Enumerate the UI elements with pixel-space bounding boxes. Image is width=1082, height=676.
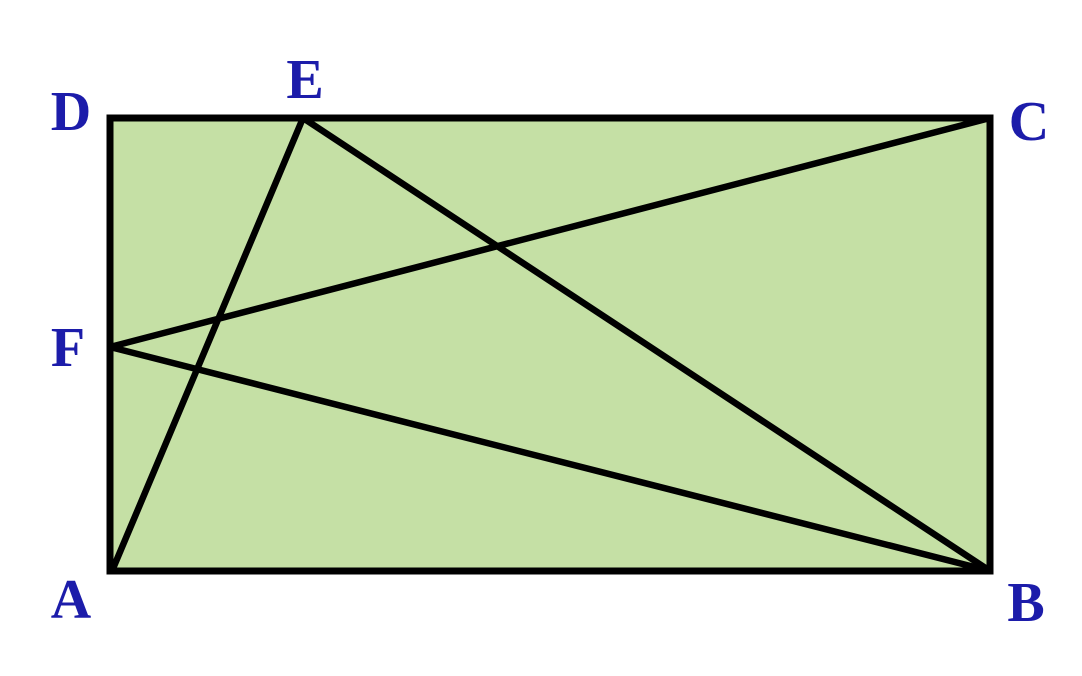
vertex-label-C: C: [1009, 91, 1049, 153]
segment-AE: [108, 114, 307, 575]
vertex-label-F: F: [51, 317, 85, 379]
vertex-label-D: D: [51, 81, 91, 143]
vertex-label-E: E: [286, 49, 323, 111]
vertex-label-A: A: [51, 569, 92, 631]
segment-FC: [106, 114, 994, 351]
segment-FB: [106, 343, 994, 575]
vertex-label-B: B: [1007, 572, 1044, 634]
segment-EB: [299, 114, 994, 575]
rectangle-ABCD: [106, 114, 994, 575]
